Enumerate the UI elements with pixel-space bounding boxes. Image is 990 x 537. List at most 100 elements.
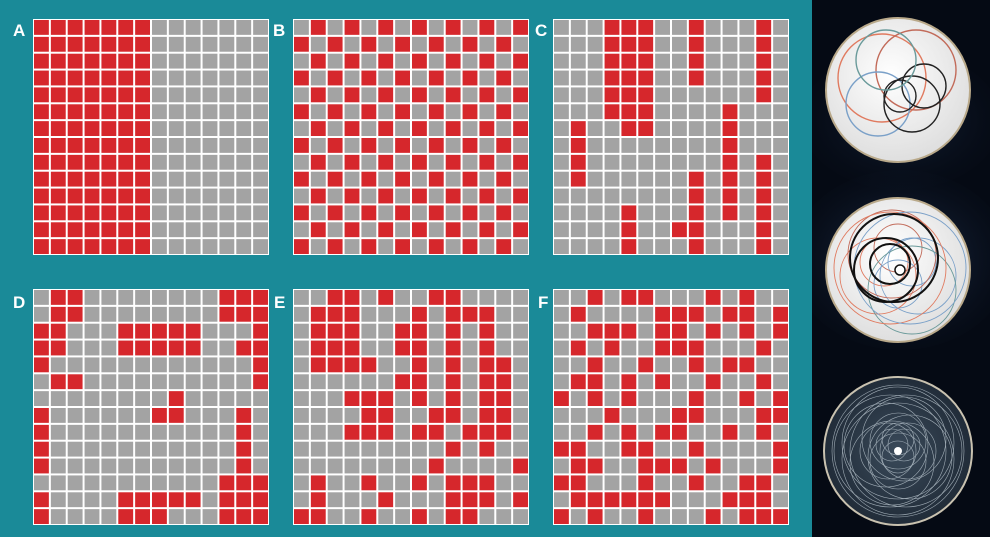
grid-cell-empty	[412, 138, 427, 153]
grid-cell-filled	[34, 189, 49, 204]
grid-cell-filled	[571, 442, 586, 457]
grid-cell-filled	[345, 307, 360, 322]
grid-cell-filled	[85, 121, 100, 136]
grid-cell-empty	[412, 71, 427, 86]
grid-cell-empty	[219, 239, 234, 254]
grid-cell-empty	[638, 239, 653, 254]
grid-cell-filled	[34, 357, 49, 372]
grid-cell-filled	[253, 509, 268, 524]
grid-cell-filled	[496, 239, 511, 254]
grid-cell-empty	[723, 341, 738, 356]
grid-cell-empty	[378, 509, 393, 524]
grid-cell-empty	[118, 391, 133, 406]
grid-cell-empty	[554, 341, 569, 356]
grid-cell-filled	[51, 239, 66, 254]
grid-cell-filled	[621, 104, 636, 119]
grid-cell-filled	[739, 475, 754, 490]
grid-cell-filled	[479, 155, 494, 170]
grid-cell-empty	[554, 20, 569, 35]
grid-cell-filled	[361, 104, 376, 119]
grid-cell-filled	[412, 87, 427, 102]
grid-cell-empty	[378, 138, 393, 153]
grid-cell-filled	[51, 121, 66, 136]
grid-cell-empty	[395, 155, 410, 170]
grid-cell-filled	[345, 425, 360, 440]
grid-cell-filled	[446, 189, 461, 204]
grid-cell-empty	[571, 71, 586, 86]
grid-cell-empty	[219, 121, 234, 136]
grid-cell-filled	[446, 408, 461, 423]
grid-cell-filled	[605, 341, 620, 356]
grid-cell-filled	[236, 307, 251, 322]
grid-cell-empty	[294, 391, 309, 406]
grid-cell-empty	[345, 239, 360, 254]
grid-cell-empty	[429, 374, 444, 389]
grid-cell-empty	[706, 205, 721, 220]
grid-cell-empty	[756, 324, 771, 339]
grid-cell-empty	[294, 442, 309, 457]
grid-cell-filled	[236, 442, 251, 457]
grid-cell-empty	[496, 20, 511, 35]
grid-cell-empty	[101, 442, 116, 457]
grid-cell-empty	[378, 205, 393, 220]
grid-cell-filled	[739, 492, 754, 507]
pattern-grid-svg-d	[33, 289, 269, 525]
grid-cell-filled	[34, 442, 49, 457]
grid-cell-filled	[361, 71, 376, 86]
grid-cell-empty	[429, 509, 444, 524]
grid-cell-filled	[328, 239, 343, 254]
grid-cell-empty	[118, 408, 133, 423]
grid-cell-filled	[68, 307, 83, 322]
grid-cell-empty	[706, 357, 721, 372]
grid-cell-empty	[605, 172, 620, 187]
grid-cell-filled	[689, 172, 704, 187]
pattern-grid-c	[553, 19, 789, 255]
grid-cell-empty	[655, 104, 670, 119]
grid-cell-empty	[85, 425, 100, 440]
grid-cell-empty	[186, 54, 201, 69]
grid-cell-filled	[588, 492, 603, 507]
grid-cell-empty	[328, 374, 343, 389]
grid-cell-empty	[203, 492, 218, 507]
grid-cell-empty	[739, 442, 754, 457]
grid-cell-empty	[513, 239, 528, 254]
grid-cell-empty	[186, 374, 201, 389]
grid-cell-empty	[328, 492, 343, 507]
grid-cell-empty	[294, 459, 309, 474]
grid-cell-empty	[429, 155, 444, 170]
disc-full-spiral	[824, 377, 972, 525]
grid-cell-filled	[571, 155, 586, 170]
grid-cell-filled	[412, 357, 427, 372]
grid-cell-filled	[395, 104, 410, 119]
grid-cell-filled	[311, 189, 326, 204]
grid-cell-filled	[34, 239, 49, 254]
grid-cell-empty	[723, 442, 738, 457]
grid-cell-empty	[739, 172, 754, 187]
pattern-grid-b	[293, 19, 529, 255]
grid-cell-empty	[706, 37, 721, 52]
grid-cell-empty	[345, 172, 360, 187]
grid-cell-empty	[203, 324, 218, 339]
grid-cell-empty	[605, 357, 620, 372]
pattern-grid-f	[553, 289, 789, 525]
grid-cell-empty	[429, 492, 444, 507]
grid-cell-empty	[571, 408, 586, 423]
grid-cell-filled	[311, 87, 326, 102]
grid-cell-empty	[236, 155, 251, 170]
grid-cell-filled	[118, 509, 133, 524]
grid-cell-empty	[118, 307, 133, 322]
grid-cell-empty	[51, 425, 66, 440]
grid-cell-filled	[429, 459, 444, 474]
grid-cell-filled	[118, 341, 133, 356]
grid-cell-filled	[378, 492, 393, 507]
grid-cell-empty	[638, 374, 653, 389]
grid-cell-filled	[169, 408, 184, 423]
grid-cell-empty	[186, 20, 201, 35]
grid-cell-empty	[446, 459, 461, 474]
grid-cell-empty	[169, 307, 184, 322]
grid-cell-empty	[621, 189, 636, 204]
grid-cell-filled	[496, 425, 511, 440]
grid-cell-empty	[361, 189, 376, 204]
grid-cell-filled	[638, 37, 653, 52]
grid-cell-empty	[429, 222, 444, 237]
